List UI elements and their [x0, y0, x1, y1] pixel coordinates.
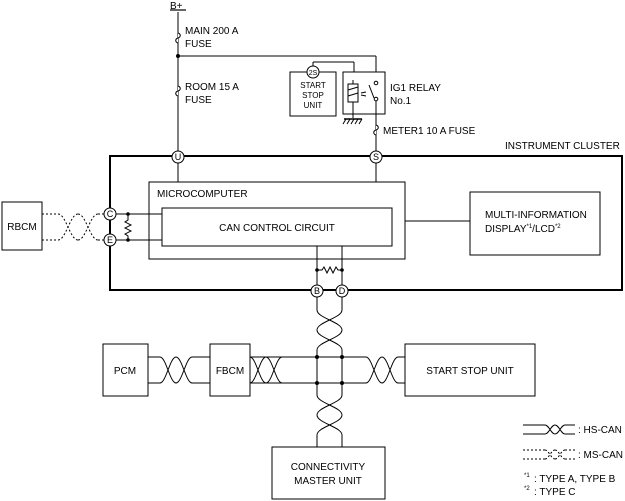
rbcm-box — [1, 201, 43, 251]
svg-text:STOP: STOP — [302, 91, 324, 100]
legend-hs-can: : HS-CAN — [578, 425, 622, 436]
room-fuse-symbol — [175, 85, 181, 97]
b-plus-label: B+ — [170, 1, 183, 12]
legend: : HS-CAN : MS-CAN *1 : TYPE A, TYPE B *2… — [523, 424, 623, 498]
instrument-cluster: INSTRUMENT CLUSTER U S MICROCOMPUTER CAN… — [103, 141, 623, 298]
fbcm-label: FBCM — [216, 366, 244, 377]
instrument-cluster-label: INSTRUMENT CLUSTER — [505, 141, 620, 152]
connectivity-master-unit: CONNECTIVITY MASTER UNIT — [271, 446, 386, 500]
microcomputer-label: MICROCOMPUTER — [157, 189, 248, 200]
legend-ms-can: : MS-CAN — [578, 450, 623, 461]
fbcm: FBCM — [209, 343, 251, 397]
can-control-box — [161, 207, 393, 247]
svg-text:START: START — [300, 81, 326, 90]
room-fuse-label: ROOM 15 A — [185, 82, 239, 93]
pin-2s: 2S — [309, 70, 318, 77]
mid-label: MULTI-INFORMATION — [485, 210, 587, 221]
meter-fuse-symbol — [373, 124, 379, 136]
main-fuse-label-2: FUSE — [185, 39, 212, 50]
room-fuse-label-2: FUSE — [185, 95, 212, 106]
pin-c: C — [107, 209, 114, 219]
connectivity-label-1: CONNECTIVITY — [291, 462, 366, 473]
pcm: PCM — [102, 343, 149, 397]
pin-u: U — [175, 152, 182, 162]
svg-text:UNIT: UNIT — [304, 101, 323, 110]
rbcm-label: RBCM — [7, 222, 36, 233]
mid-label-2: DISPLAY*1/LCD*2 — [485, 224, 561, 235]
can-control-label: CAN CONTROL CIRCUIT — [219, 223, 335, 234]
ig1-relay-label-2: No.1 — [390, 96, 412, 107]
start-stop-unit-label: START STOP UNIT — [426, 366, 513, 377]
rbcm-branch: RBCM — [1, 201, 104, 251]
pcm-label: PCM — [114, 366, 136, 377]
ig1-relay-label: IG1 RELAY — [390, 83, 441, 94]
legend-note1-text: : TYPE A, TYPE B — [534, 474, 616, 485]
ig1-relay: IG1 RELAY No.1 METER1 10 A FUSE — [342, 71, 476, 153]
legend-note1-mark: *1 — [524, 473, 530, 479]
mid-box — [469, 191, 601, 256]
meter-fuse-label: METER1 10 A FUSE — [383, 126, 476, 137]
pin-e: E — [107, 235, 113, 245]
hs-can-bus — [148, 297, 405, 447]
termination-resistor-ce — [123, 214, 133, 240]
main-fuse-symbol — [175, 32, 181, 44]
connectivity-label-2: MASTER UNIT — [294, 476, 362, 487]
pin-s: S — [373, 152, 379, 162]
termination-resistor-bd — [317, 265, 342, 275]
legend-note2-text: : TYPE C — [534, 487, 576, 498]
pin-b: B — [314, 286, 320, 296]
power-supply: B+ MAIN 200 A FUSE ROOM 15 A FUSE — [170, 1, 377, 153]
start-stop-unit: START STOP UNIT — [404, 343, 536, 397]
main-fuse-label: MAIN 200 A — [185, 26, 239, 37]
legend-note2-mark: *2 — [524, 486, 530, 492]
pin-d: D — [339, 286, 346, 296]
